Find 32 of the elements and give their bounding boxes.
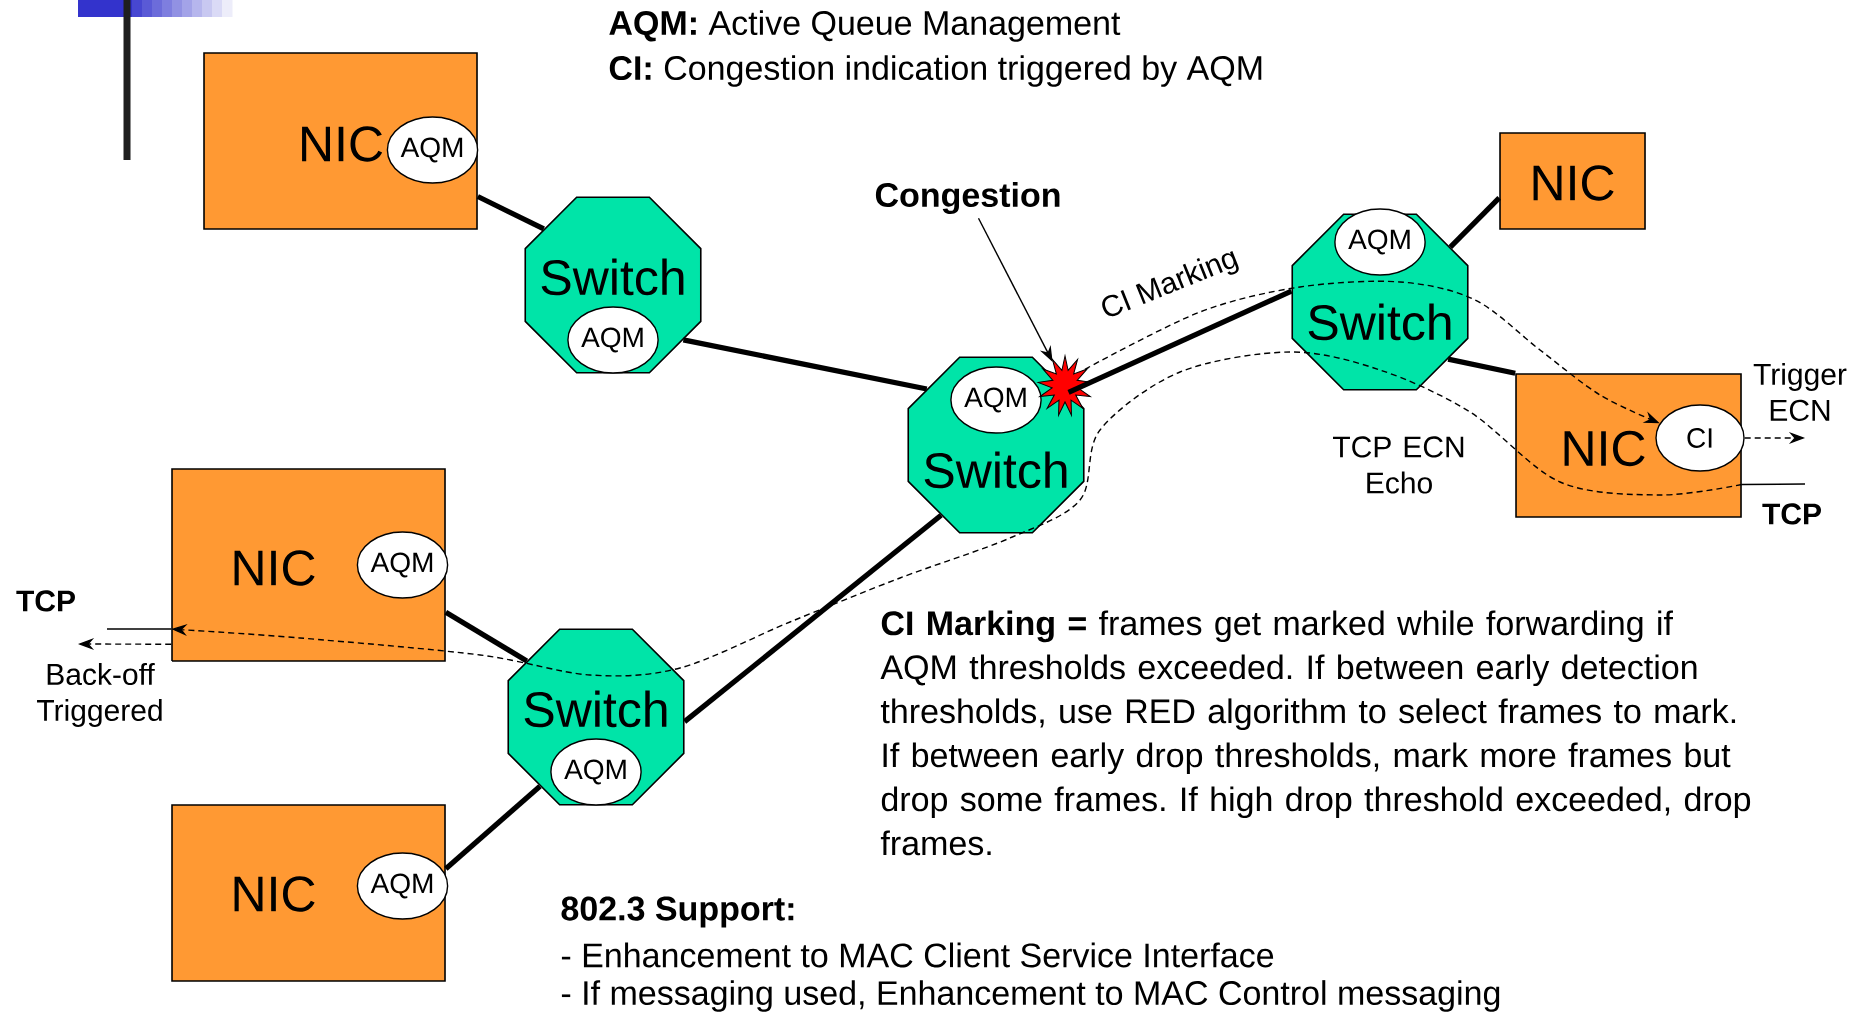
edge-label: TCP ECN Echo: [1322, 434, 1476, 496]
oval-badge: AQM: [386, 116, 479, 184]
connector-line: [444, 610, 529, 664]
heading: 802.3 Support:: [561, 896, 794, 928]
connector-line: [1447, 356, 1516, 376]
connector-line: [1448, 196, 1502, 249]
nic-box: NIC: [1499, 132, 1646, 230]
connector-line: [476, 194, 545, 232]
connector-line: [682, 337, 928, 392]
definition-text: AQM: Active Queue Management: [609, 10, 1121, 42]
definition-text: CI: Congestion indication triggered by AQM: [609, 55, 1262, 87]
connector-line: [106, 628, 172, 630]
oval-badge: AQM: [356, 531, 449, 599]
connector-line: [1067, 288, 1293, 395]
callout-text: Congestion: [875, 182, 1060, 214]
edge-label: Back-off Triggered: [28, 661, 172, 729]
connector-line: [1741, 483, 1806, 486]
oval-badge: AQM: [567, 306, 659, 374]
bullet-item: - Enhancement to MAC Client Service Interface: [561, 942, 1274, 968]
starburst: [1037, 355, 1093, 416]
edge-label: Trigger ECN: [1743, 360, 1857, 423]
oval-badge: CI: [1655, 404, 1745, 472]
edge-label: TCP: [14, 588, 78, 614]
oval-badge: AQM: [1334, 208, 1426, 276]
paragraph: CI Marking = frames get marked while forwarding if AQM thresholds exceeded. If between early detection thresholds, use RED algorithm to select frames to mark. If between early drop thresholds, mark more frames but drop some frames. If high drop threshold exceeded, drop frames.: [880, 610, 1751, 856]
bullet-item: - If messaging used, Enhancement to MAC Control messaging: [561, 980, 1500, 1012]
edge-label: TCP: [1760, 501, 1824, 527]
oval-badge: AQM: [356, 852, 449, 920]
connector-line: [444, 784, 542, 871]
connector-line: [682, 513, 943, 724]
oval-badge: AQM: [550, 738, 642, 806]
oval-badge: AQM: [950, 366, 1042, 434]
